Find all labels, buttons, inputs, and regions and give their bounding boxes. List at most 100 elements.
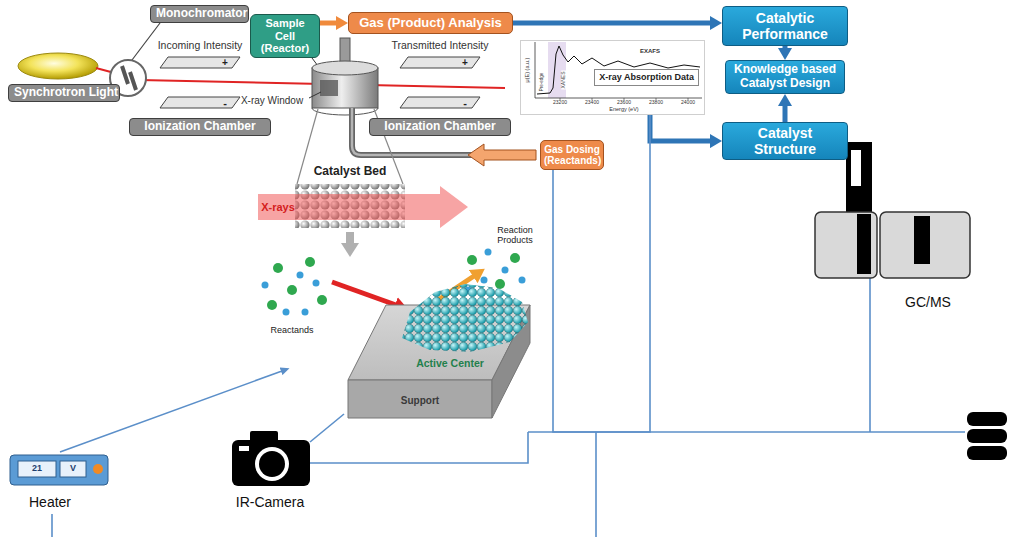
tick-label: 23800 [649, 100, 663, 106]
molecule [502, 267, 509, 274]
monochromator-box: Monochromator [150, 5, 249, 23]
chart-label: Pre-edge [540, 72, 545, 93]
camera-icon [255, 447, 289, 481]
node-text: Sample Cell (Reactor) [254, 17, 316, 55]
node-text: Synchrotron Light [14, 86, 114, 100]
electrode-plate [400, 57, 480, 68]
connector-arrow [513, 21, 710, 26]
camera-icon [232, 440, 310, 486]
part-label: Reactands [270, 326, 313, 336]
display-value: V [70, 464, 76, 474]
camera-icon [239, 446, 249, 451]
active-center [402, 284, 528, 352]
database-icon [967, 429, 1007, 443]
result-box: Catalytic Performance [722, 6, 848, 46]
crystal [122, 66, 128, 84]
node-text: Catalyst Structure [727, 125, 843, 157]
gcms-icon [815, 212, 877, 278]
molecule [287, 285, 297, 295]
molecule [317, 295, 327, 305]
dosing-box: Gas Dosing (Reactands) [540, 140, 604, 170]
tick-label: 23600 [617, 100, 631, 106]
reactant-arrow [332, 282, 396, 305]
part-label: Transmitted Intensity [391, 40, 488, 52]
polarity-sign: + [222, 57, 228, 68]
control-line [60, 371, 282, 452]
device-label: GC/MS [905, 295, 951, 310]
spectrum-curve [537, 46, 700, 94]
tick-label: 23400 [585, 100, 599, 106]
connector-arrow [783, 46, 788, 48]
node-text: X-ray Absorption Data [594, 69, 699, 85]
zoom-arrow [346, 232, 354, 244]
x-ray-arrow [258, 186, 468, 228]
result-box: Catalyst Structure [722, 122, 848, 160]
node-text: Gas Dosing (Reactands) [544, 144, 600, 167]
detector-box: Ionization Chamber [129, 118, 271, 136]
leader-line [132, 23, 160, 60]
heater-display [60, 461, 86, 477]
dosing-arrow [468, 144, 536, 166]
molecule [302, 309, 309, 316]
heater-device [10, 455, 108, 485]
part-label: Support [401, 395, 439, 406]
node-text: Monochromator [156, 7, 243, 21]
polarity-sign: - [463, 97, 467, 109]
chart-label: EXAFS [639, 48, 661, 55]
beam-label: X-rays [261, 201, 295, 213]
display-value: 21 [32, 464, 42, 474]
polarity-sign: + [462, 57, 468, 68]
heater-display [18, 461, 56, 477]
gcms-icon [857, 214, 871, 274]
analysis-box: Gas (Product) Analysis [348, 12, 513, 34]
reactor-box: Sample Cell (Reactor) [250, 14, 320, 58]
gcms-icon [846, 142, 872, 216]
molecule [495, 279, 505, 289]
node-text: Ionization Chamber [135, 120, 265, 134]
connector-arrow [650, 115, 710, 141]
support-slab [348, 380, 492, 418]
leader-line [309, 92, 321, 98]
molecule [485, 249, 492, 256]
device-label: Heater [29, 495, 71, 510]
x-ray-window [320, 80, 338, 96]
part-label: Incoming Intensity [158, 40, 243, 52]
database-icon [967, 446, 1007, 460]
node-text: Catalytic Performance [727, 10, 843, 42]
gcms-icon [851, 150, 861, 186]
molecule [481, 277, 488, 284]
polarity-sign: - [223, 97, 227, 109]
molecule [297, 272, 304, 279]
molecule [267, 300, 277, 310]
part-label: Catalyst Bed [314, 165, 387, 178]
crystal [130, 72, 136, 90]
chart-label: XANES [561, 71, 567, 90]
axis-label: Energy (eV) [609, 106, 638, 112]
electrode-plate [160, 57, 240, 68]
tick-label: 24000 [681, 100, 695, 106]
electrode-plate [400, 97, 480, 108]
node-text: Ionization Chamber [375, 120, 505, 134]
molecule [262, 282, 269, 289]
heater-knob [93, 464, 103, 474]
molecule [467, 255, 477, 265]
chart-axis [535, 42, 702, 98]
electrode-plate [160, 97, 240, 108]
gcms-icon [880, 212, 970, 278]
chart-panel: X-ray Absorption Data [520, 40, 705, 115]
network-line [51, 514, 53, 537]
molecule [510, 253, 520, 263]
network-line [310, 432, 528, 463]
node-text: Knowledge based Catalyst Design [730, 63, 840, 91]
x-ray-beam [96, 68, 505, 88]
node-text: Gas (Product) Analysis [355, 16, 506, 31]
part-label: Reaction Products [488, 226, 543, 246]
tick-label: 23200 [553, 100, 567, 106]
molecule [313, 280, 320, 287]
axis-label: μ(E) (a.u.) [524, 57, 530, 84]
gcms-icon [914, 216, 930, 264]
part-label: X-ray Window [241, 95, 303, 106]
network-line [310, 414, 344, 442]
